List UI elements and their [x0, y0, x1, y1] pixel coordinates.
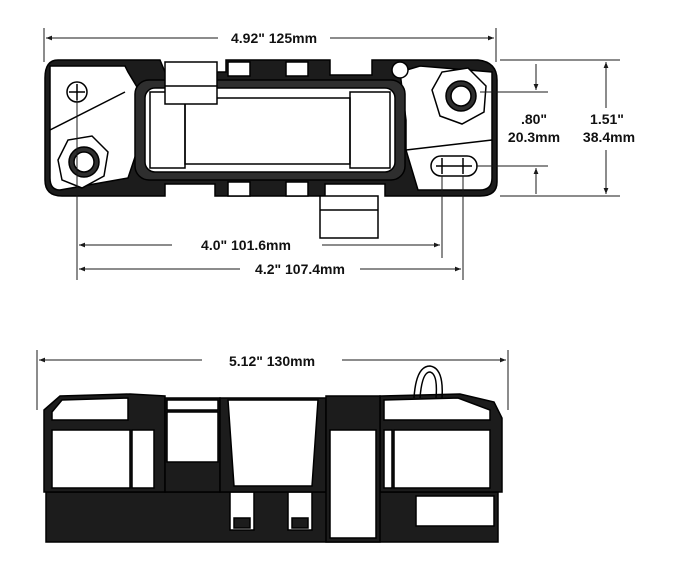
side-view	[43, 365, 503, 543]
dim-right: .80" 20.3mm 1.51" 38.4mm	[476, 59, 635, 197]
fuse-window	[144, 87, 396, 173]
dim-hole-spacing: 4.0" 101.6mm 4.2" 107.4mm	[76, 100, 464, 280]
dim-height-mm: 38.4mm	[583, 129, 635, 145]
dim-hole-spacing-2: 4.2" 107.4mm	[255, 261, 345, 277]
top-view	[44, 59, 498, 239]
dim-side-length: 5.12" 130mm	[36, 350, 509, 410]
small-screw	[391, 61, 409, 79]
dim-height-inch: 1.51"	[590, 111, 624, 127]
connector-tab	[319, 195, 379, 239]
top-slot-2	[285, 61, 309, 77]
dim-side-length-label: 5.12" 130mm	[229, 353, 315, 369]
side-wire	[413, 365, 443, 399]
dim-offset-inch: .80"	[521, 111, 547, 127]
bottom-slot-1	[227, 181, 251, 197]
bottom-slot-2	[285, 181, 309, 197]
dim-top-width-label: 4.92" 125mm	[231, 30, 317, 46]
top-slot-1	[227, 61, 251, 77]
dim-top-width: 4.92" 125mm	[43, 28, 497, 62]
dim-offset-mm: 20.3mm	[508, 129, 560, 145]
latch-tab	[164, 61, 218, 105]
dim-hole-spacing-1: 4.0" 101.6mm	[201, 237, 291, 253]
